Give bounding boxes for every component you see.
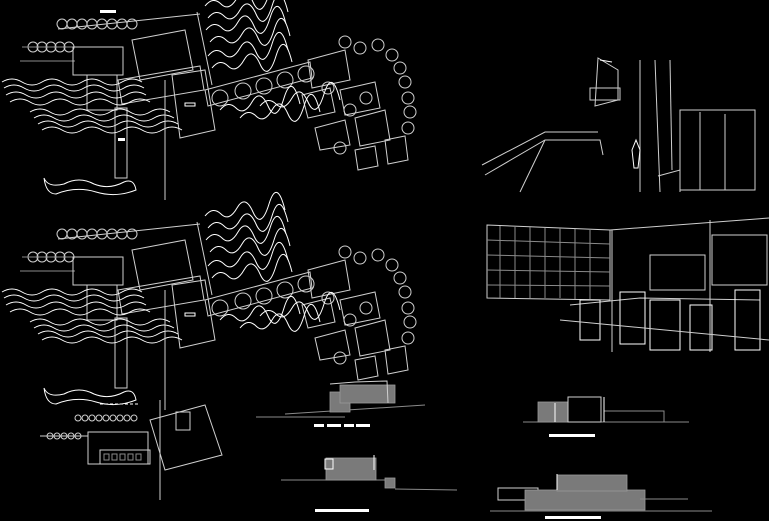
elevation-2 bbox=[281, 455, 458, 512]
elevation-3 bbox=[523, 396, 689, 437]
perspective-exterior bbox=[481, 57, 756, 193]
elevation-1 bbox=[256, 380, 426, 427]
perspective-interior bbox=[486, 217, 769, 352]
floor-plan-lower bbox=[40, 400, 223, 500]
elevation-4 bbox=[490, 474, 712, 519]
site-plan-middle bbox=[2, 192, 416, 410]
site-plan-upper bbox=[2, 0, 416, 200]
